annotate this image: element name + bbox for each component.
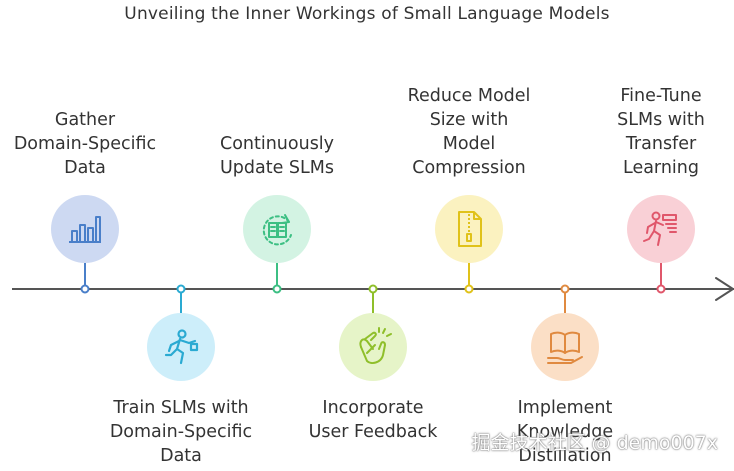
step-node-update-slms <box>243 195 311 263</box>
timeline-dot <box>80 284 90 294</box>
refresh-book-icon <box>262 214 292 246</box>
timeline-arrowhead <box>715 277 734 301</box>
transfer-runner-icon <box>643 211 677 246</box>
step-node-user-feedback <box>339 313 407 381</box>
timeline-dot <box>368 284 378 294</box>
clapping-hands-icon <box>359 327 392 364</box>
step-node-train-slms <box>147 313 215 381</box>
book-hand-icon <box>547 331 583 364</box>
timeline-dot <box>176 284 186 294</box>
running-person-icon <box>164 329 199 365</box>
watermark: 掘金技术社区 @ demo007x <box>471 432 718 454</box>
timeline-dot <box>464 284 474 294</box>
zip-file-icon <box>458 211 482 247</box>
timeline-dot <box>272 284 282 294</box>
bar-chart-icon <box>69 216 101 243</box>
step-node-transfer-learning <box>627 195 695 263</box>
timeline-dot <box>656 284 666 294</box>
step-node-gather-data <box>51 195 119 263</box>
step-node-model-compression <box>435 195 503 263</box>
diagram-title: Unveiling the Inner Workings of Small La… <box>124 4 610 24</box>
timeline-dot <box>560 284 570 294</box>
step-node-knowledge-distillation <box>531 313 599 381</box>
